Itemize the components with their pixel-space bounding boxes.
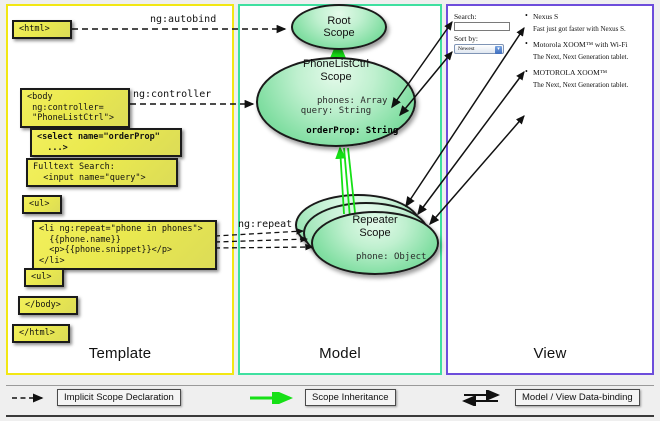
panel-title-model: Model <box>319 345 361 362</box>
search-label: Search: <box>454 12 477 21</box>
phone-snippet: The Next, Next Generation tablet. <box>533 53 629 61</box>
list-item: MOTOROLA XOOM™ The Next, Next Generation… <box>524 67 648 89</box>
code-box-body-close: </body> <box>18 296 78 315</box>
code-box-html-open: <html> <box>12 20 72 39</box>
scope-root-title-line1: Root <box>327 14 351 27</box>
legend-item-scope-inheritance: Scope Inheritance <box>248 389 396 406</box>
view-content: Search: Sort by: Newest ▾ Nexus S Fast j… <box>446 4 654 375</box>
list-item: Motorola XOOM™ with Wi-Fi The Next, Next… <box>524 39 648 61</box>
sort-by-selected-value: Newest <box>458 46 475 52</box>
legend-label-model-view-data-binding: Model / View Data-binding <box>515 389 640 406</box>
chevron-down-icon: ▾ <box>495 46 502 54</box>
scope-phonelist-title-line1: PhoneListCtrl <box>302 58 370 70</box>
scope-phonelist-title-line2: Scope <box>320 70 352 83</box>
legend: Implicit Scope Declaration Scope Inherit… <box>0 381 660 421</box>
phone-name: Motorola XOOM™ with Wi-Fi <box>524 39 648 49</box>
dashed-arrow-icon <box>12 393 44 402</box>
phone-name: MOTOROLA XOOM™ <box>524 67 648 77</box>
scope-root: Root Scope <box>291 4 387 50</box>
scope-repeater-props: phone: Object <box>356 252 427 262</box>
code-box-ul-close: <ul> <box>24 268 64 287</box>
phone-snippet: Fast just got faster with Nexus S. <box>533 25 626 33</box>
phone-list: Nexus S Fast just got faster with Nexus … <box>524 11 648 96</box>
label-ng-repeat: ng:repeat <box>238 219 293 230</box>
code-box-body-open: <body ng:controller= "PhoneListCtrl"> <box>20 88 130 128</box>
double-arrow-icon <box>462 389 500 406</box>
sort-by-select[interactable]: Newest ▾ <box>454 44 504 54</box>
panel-title-view: View <box>533 345 567 362</box>
scope-phonelist-props: phones: Array query: String <box>300 96 388 116</box>
list-item: Nexus S Fast just got faster with Nexus … <box>524 11 648 33</box>
scope-repeater-title-line2: Scope <box>359 226 391 239</box>
legend-item-model-view-data-binding: Model / View Data-binding <box>462 389 640 406</box>
legend-divider-top <box>6 385 654 386</box>
scope-phonelist-props-bold: orderProp: String <box>306 126 399 136</box>
scope-root-title-line2: Scope <box>323 27 355 39</box>
label-ng-controller: ng:controller <box>133 89 212 100</box>
phone-snippet: The Next, Next Generation tablet. <box>533 81 629 89</box>
legend-item-implicit-scope-declaration: Implicit Scope Declaration <box>10 389 181 406</box>
scope-phonelistctrl: PhoneListCtrl Scope phones: Array query:… <box>256 57 416 147</box>
scope-repeater: Repeater Scope phone: Object <box>311 211 439 275</box>
legend-label-scope-inheritance: Scope Inheritance <box>305 389 396 406</box>
code-box-select-tag: <select name="orderProp" ...> <box>30 128 182 157</box>
search-input[interactable] <box>454 22 510 31</box>
code-box-ul-open: <ul> <box>22 195 62 214</box>
label-ng-autobind: ng:autobind <box>150 14 217 25</box>
panel-title-template: Template <box>88 345 152 362</box>
code-box-fulltext-search: Fulltext Search: <input name="query"> <box>26 158 178 187</box>
code-box-html-close: </html> <box>12 324 70 343</box>
legend-divider-bottom <box>6 415 654 417</box>
phone-name: Nexus S <box>524 11 648 21</box>
legend-label-implicit-scope-declaration: Implicit Scope Declaration <box>57 389 181 406</box>
scope-repeater-title-line1: Repeater <box>352 214 398 226</box>
green-arrow-icon <box>250 391 293 404</box>
panel-template <box>6 4 234 375</box>
code-box-li-repeat: <li ng:repeat="phone in phones"> {{phone… <box>32 220 217 270</box>
